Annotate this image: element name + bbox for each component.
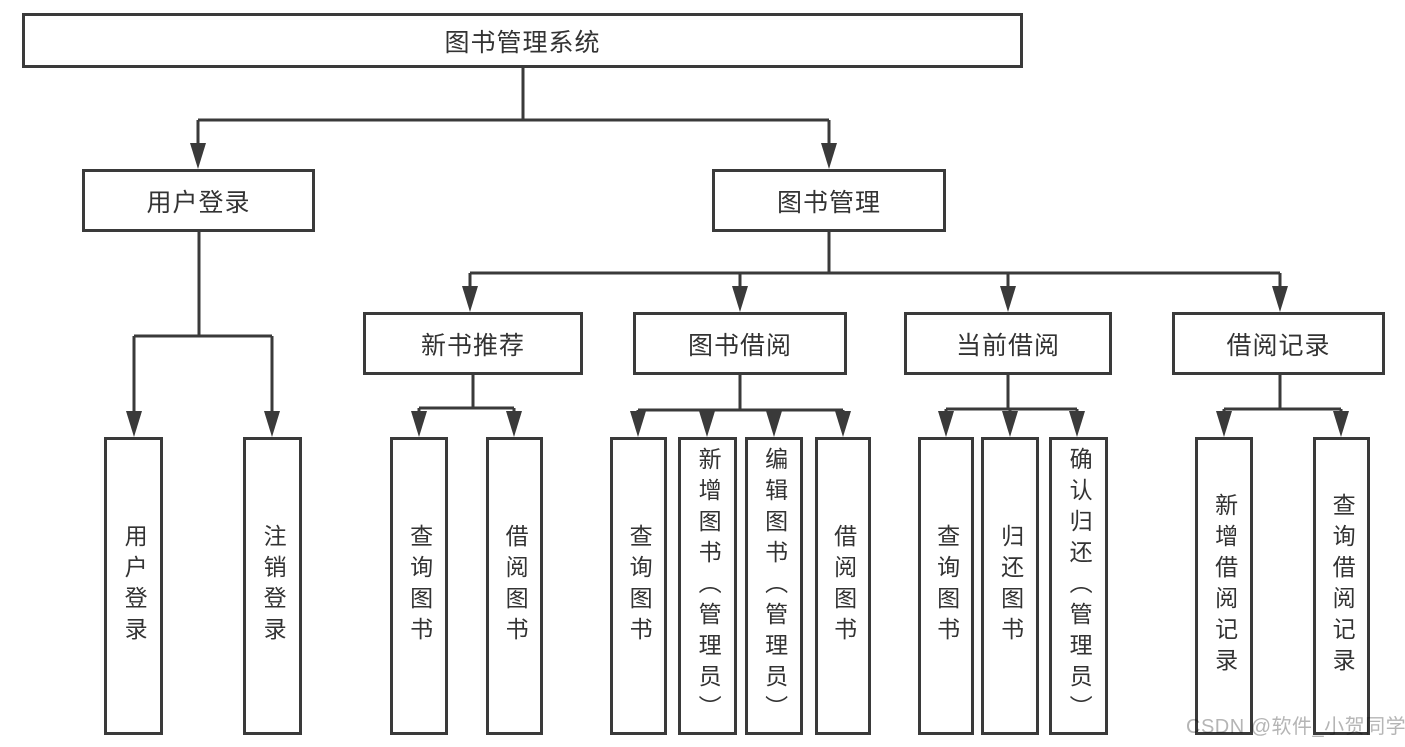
leaf-logout: 注销登录	[243, 437, 302, 735]
leaf-edit-book-admin: 编辑图书（管理员）	[745, 437, 803, 735]
node-current-borrow: 当前借阅	[904, 312, 1112, 375]
leaf-query-books-recommend-label: 查询图书	[406, 524, 433, 648]
leaf-query-books-borrow: 查询图书	[610, 437, 667, 735]
node-user-login-label: 用户登录	[146, 188, 251, 217]
leaf-return-book: 归还图书	[981, 437, 1039, 735]
node-borrow-records: 借阅记录	[1172, 312, 1385, 375]
leaf-query-books-borrow-label: 查询图书	[626, 524, 653, 648]
leaf-borrow-books: 借阅图书	[815, 437, 871, 735]
leaf-confirm-return-admin: 确认归还（管理员）	[1049, 437, 1108, 735]
leaf-user-login: 用户登录	[104, 437, 163, 735]
node-borrow-records-label: 借阅记录	[1226, 331, 1331, 360]
node-book-borrow-label: 图书借阅	[687, 331, 792, 360]
leaf-query-borrow-record: 查询借阅记录	[1313, 437, 1370, 735]
leaf-add-book-admin-label: 新增图书（管理员）	[695, 446, 722, 726]
leaf-query-books-current-label: 查询图书	[933, 524, 960, 648]
node-new-book-recommend: 新书推荐	[363, 312, 583, 375]
leaf-query-books-recommend: 查询图书	[390, 437, 448, 735]
node-book-management-label: 图书管理	[776, 188, 881, 217]
leaf-borrow-books-recommend-label: 借阅图书	[502, 524, 529, 648]
leaf-add-borrow-record: 新增借阅记录	[1195, 437, 1253, 735]
node-book-borrow: 图书借阅	[633, 312, 847, 375]
connector-stems	[132, 68, 1343, 418]
watermark: CSDN @软件_小贺同学	[1186, 716, 1405, 738]
leaf-return-book-label: 归还图书	[997, 524, 1024, 648]
arrowhead-icons	[126, 143, 1349, 437]
node-user-login: 用户登录	[82, 169, 315, 232]
leaf-edit-book-admin-label: 编辑图书（管理员）	[761, 446, 788, 726]
node-root-system: 图书管理系统	[22, 13, 1023, 68]
leaf-confirm-return-admin-label: 确认归还（管理员）	[1066, 446, 1093, 726]
leaf-query-borrow-record-label: 查询借阅记录	[1329, 493, 1356, 679]
node-current-borrow-label: 当前借阅	[955, 331, 1060, 360]
leaf-add-borrow-record-label: 新增借阅记录	[1211, 493, 1238, 679]
leaf-add-book-admin: 新增图书（管理员）	[678, 437, 737, 735]
node-book-management: 图书管理	[712, 169, 946, 232]
node-root-label: 图书管理系统	[444, 28, 601, 57]
leaf-borrow-books-recommend: 借阅图书	[486, 437, 543, 735]
leaf-query-books-current: 查询图书	[918, 437, 974, 735]
leaf-logout-label: 注销登录	[260, 524, 287, 648]
leaf-borrow-books-label: 借阅图书	[830, 524, 857, 648]
node-new-book-recommend-label: 新书推荐	[420, 331, 525, 360]
leaf-user-login-label: 用户登录	[121, 524, 148, 648]
